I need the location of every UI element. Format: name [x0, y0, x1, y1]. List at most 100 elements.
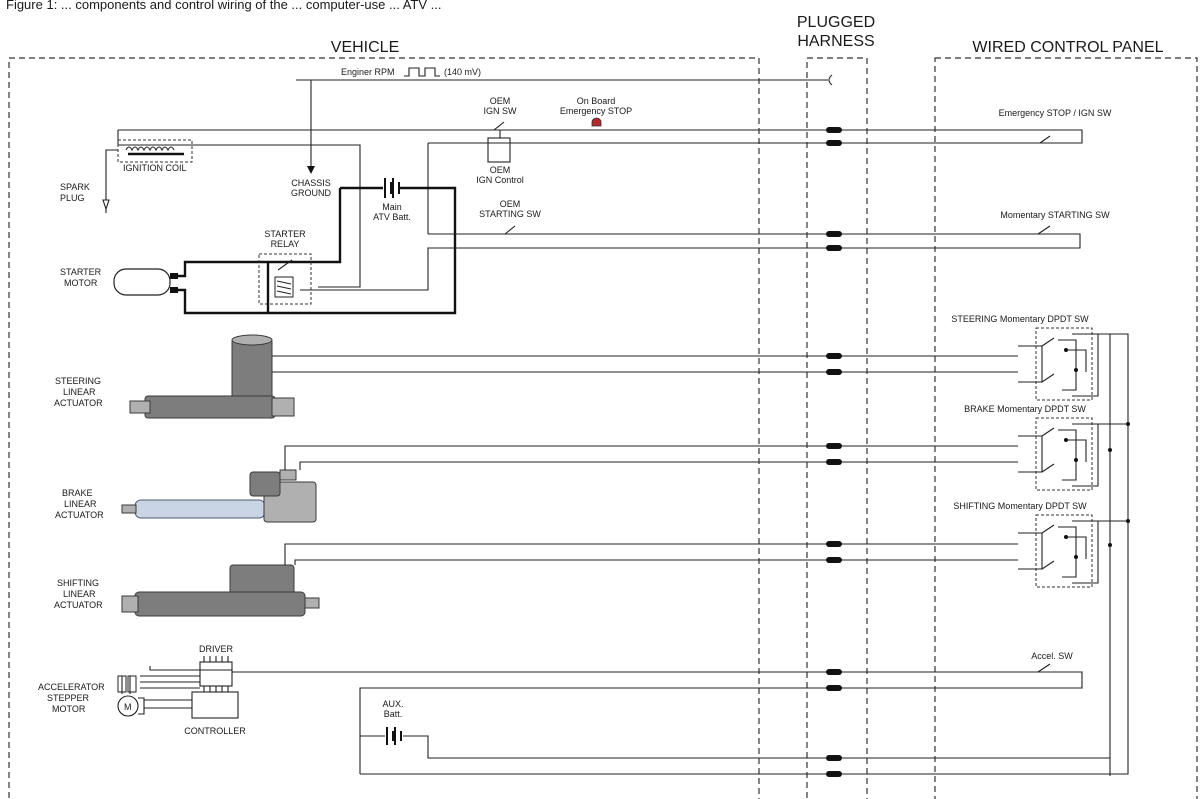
oem-starting-sw-label-1: OEM	[500, 199, 521, 209]
brake-dpdt-label: BRAKE Momentary DPDT SW	[964, 404, 1086, 414]
main-batt-label-2: ATV Batt.	[373, 212, 411, 222]
shifting-act-label-2: LINEAR	[63, 589, 96, 599]
onboard-stop-label-1: On Board	[577, 96, 616, 106]
driver-pins	[203, 656, 229, 692]
stepper-motor-icon	[117, 695, 139, 717]
harness-aux-to-panel	[842, 757, 1128, 775]
ignition-coil-label: IGNITION COIL	[123, 163, 187, 173]
steering-act-label-1: STEERING	[55, 376, 101, 386]
accel-stepper-label-1: ACCELERATOR	[38, 682, 105, 692]
dpdt-common-bus	[860, 333, 1129, 776]
accel-wire-top	[232, 671, 1083, 774]
shifting-act-label-1: SHIFTING	[57, 578, 99, 588]
brake-act-label-3: ACTUATOR	[55, 510, 104, 520]
driver-box	[199, 661, 233, 687]
oem-ign-switch-icon	[493, 121, 505, 131]
accel-driver-wire	[149, 666, 232, 671]
start-wire-1	[300, 233, 1081, 291]
battery-wire-right	[176, 186, 457, 315]
steering-dpdt-label: STEERING Momentary DPDT SW	[951, 314, 1089, 324]
chassis-ground-label-1: CHASSIS	[291, 178, 331, 188]
bus-junction-4	[1108, 543, 1112, 547]
oem-starting-switch-icon	[504, 225, 516, 235]
spark-plug-label-1: SPARK	[60, 182, 90, 192]
oem-ign-sw-label-2: IGN SW	[484, 106, 518, 116]
stepper-motor-symbol: M	[124, 702, 132, 712]
emergency-stop-ign-sw-label: Emergency STOP / IGN SW	[999, 108, 1112, 118]
stepper-motor-wiring	[121, 675, 200, 715]
shifting-linear-actuator-icon	[121, 564, 320, 617]
controller-label: CONTROLLER	[184, 726, 246, 736]
ign-wire-top	[118, 129, 1083, 144]
starter-relay-coil-winding	[276, 280, 292, 295]
rpm-pulse-icon	[404, 67, 440, 77]
aux-batt-label-1: AUX.	[382, 699, 403, 709]
accel-stepper-label-2: STEPPER	[47, 693, 90, 703]
momentary-starting-sw-label: Momentary STARTING SW	[1000, 210, 1110, 220]
spark-plug-icon	[102, 199, 110, 213]
emergency-stop-button-icon	[591, 117, 602, 127]
steering-act-label-2: LINEAR	[63, 387, 96, 397]
emergency-stop-ign-sw-icon	[1039, 135, 1051, 144]
harness-title-line2: HARNESS	[797, 33, 874, 50]
oem-ign-sw-label-1: OEM	[490, 96, 511, 106]
harness-connectors-accel	[826, 669, 842, 691]
harness-connectors-brake	[826, 443, 842, 465]
rpm-label: Enginer RPM	[341, 67, 395, 77]
bus-junction-1	[1126, 422, 1130, 426]
chassis-ground-label-2: GROUND	[291, 188, 331, 198]
starter-relay-box	[258, 253, 312, 305]
vehicle-box	[8, 57, 760, 799]
accel-sw-icon	[1037, 663, 1051, 673]
oem-ign-control-label-1: OEM	[490, 165, 511, 175]
steering-act-label-3: ACTUATOR	[54, 398, 103, 408]
battery-ground-wire	[176, 188, 342, 278]
starter-motor-terminal-2	[170, 287, 178, 293]
control-panel-title: WIRED CONTROL PANEL	[972, 39, 1163, 56]
oem-ign-control-box	[487, 137, 511, 163]
starter-relay-contact-icon	[277, 259, 293, 271]
brake-act-label-2: LINEAR	[64, 499, 97, 509]
bus-junction-2	[1126, 519, 1130, 523]
accel-sw-label: Accel. SW	[1031, 651, 1073, 661]
harness-connectors-top	[826, 127, 842, 251]
shifting-wires	[284, 543, 1018, 565]
starter-motor-label-2: MOTOR	[64, 278, 98, 288]
oem-ign-control-label-2: IGN Control	[476, 175, 524, 185]
steering-wires	[272, 355, 1018, 373]
driver-label: DRIVER	[199, 644, 234, 654]
ignition-coil-icon	[125, 146, 175, 152]
harness-connectors-steering	[826, 353, 842, 375]
steering-dpdt-switch	[1018, 327, 1099, 401]
brake-wires	[284, 445, 1018, 470]
starter-relay-label-2: RELAY	[271, 239, 300, 249]
brake-dpdt-switch	[1018, 417, 1099, 491]
spark-plug-label-2: PLUG	[60, 193, 85, 203]
bus-junction-3	[1108, 448, 1112, 452]
momentary-starting-sw-icon	[1037, 225, 1051, 235]
aux-batt-label-2: Batt.	[384, 709, 403, 719]
steering-linear-actuator-icon	[129, 334, 295, 419]
shifting-dpdt-switch	[1018, 514, 1099, 588]
shifting-act-label-3: ACTUATOR	[54, 600, 103, 610]
starter-motor-icon	[113, 268, 171, 296]
harness-box	[806, 57, 868, 799]
shifting-dpdt-label: SHIFTING Momentary DPDT SW	[953, 501, 1087, 511]
starter-relay-label-1: STARTER	[264, 229, 306, 239]
vehicle-title: VEHICLE	[331, 39, 399, 56]
rpm-value: (140 mV)	[444, 67, 481, 77]
main-battery-icon	[384, 178, 400, 198]
harness-title-line1: PLUGGED	[797, 14, 875, 31]
starter-motor-label-1: STARTER	[60, 267, 102, 277]
oem-starting-sw-label-2: STARTING SW	[479, 209, 541, 219]
control-panel-box	[934, 57, 1198, 799]
ignition-coil-box	[117, 139, 193, 163]
aux-battery-icon	[386, 727, 402, 745]
rpm-harness-connector	[828, 74, 833, 86]
spark-plug-wire	[105, 149, 118, 200]
harness-connectors-shifting	[826, 541, 842, 563]
onboard-stop-label-2: Emergency STOP	[560, 106, 632, 116]
starter-motor-terminal-1	[170, 273, 178, 279]
harness-connectors-aux	[826, 755, 842, 777]
